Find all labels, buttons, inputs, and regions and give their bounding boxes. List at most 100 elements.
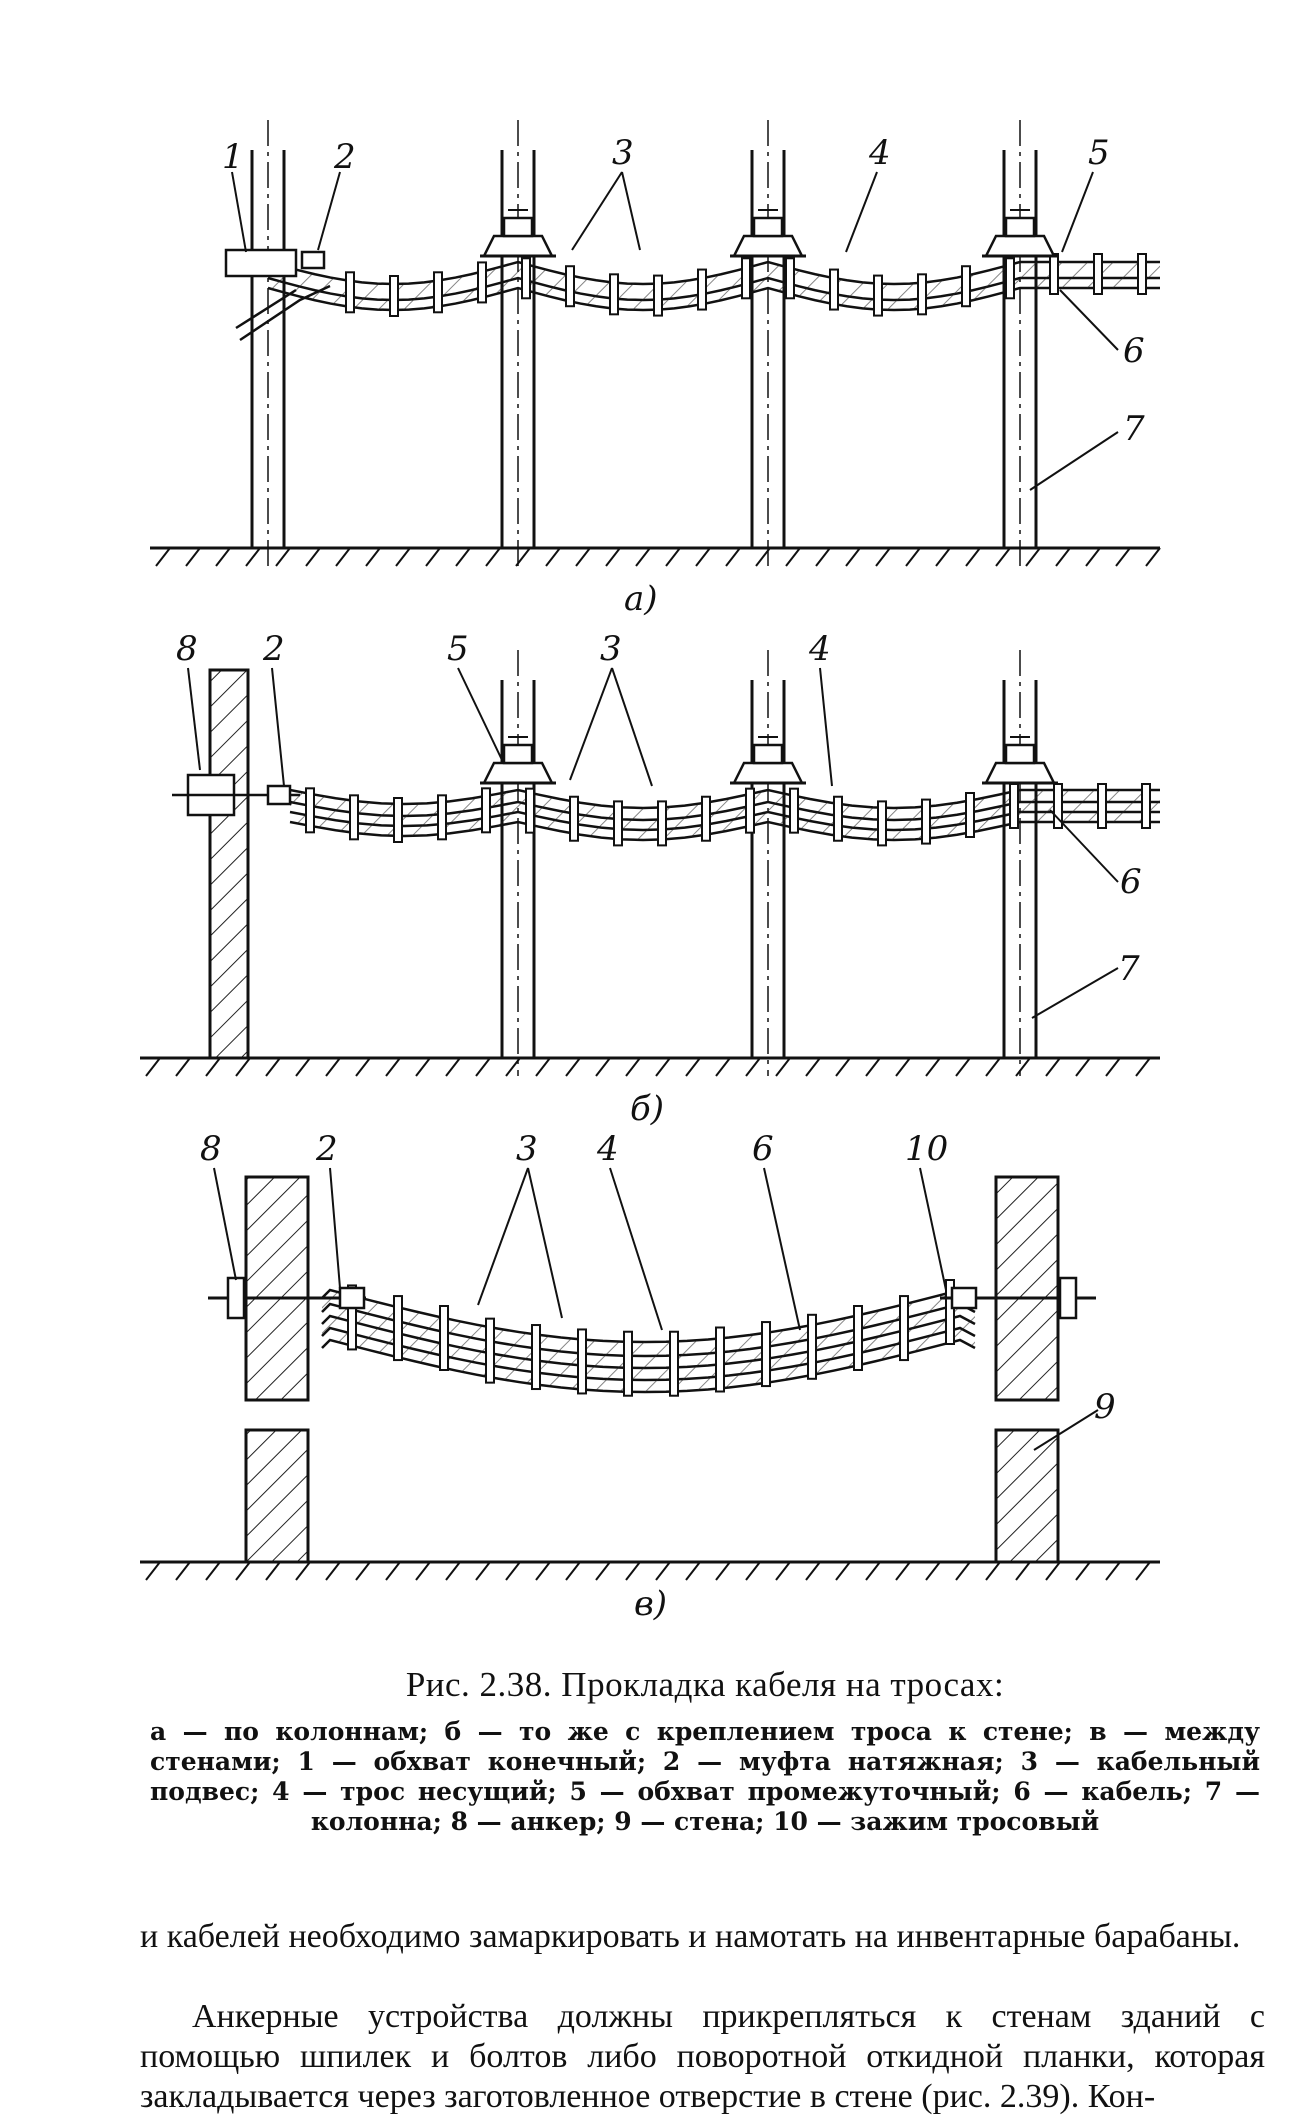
walls	[244, 1175, 1060, 1564]
callout-3: 3	[600, 629, 622, 669]
ground-hatch	[1015, 1057, 1031, 1077]
ground-hatch	[1135, 1561, 1151, 1581]
cable-hanger	[345, 271, 355, 314]
cable-hanger	[961, 265, 971, 308]
ground-hatch	[455, 547, 471, 567]
cable-hanger	[521, 257, 531, 300]
ground-hatch	[985, 1561, 1001, 1581]
ground-hatch	[265, 1561, 281, 1581]
ground-hatch	[595, 1561, 611, 1581]
cable-hanger	[657, 800, 667, 847]
ground-hatch	[205, 1561, 221, 1581]
cable-hanger	[917, 273, 927, 316]
tension-coupling	[338, 1286, 366, 1310]
cable-hanger	[349, 794, 359, 841]
callout-1: 1	[222, 137, 244, 177]
cable-on-ropes-figure: 1 2 3 4 5 6 7 а) 8 2 5 3 4 6 7 б) 8 2 3 …	[140, 120, 1161, 1624]
cable-hanger	[393, 1295, 403, 1362]
ground-hatch	[235, 1057, 251, 1077]
callout-6: 6	[1123, 331, 1145, 371]
cable-bundle	[321, 1288, 976, 1394]
ground-hatch	[1145, 547, 1161, 567]
ground-hatch	[565, 1057, 581, 1077]
cable-hangers	[347, 1279, 955, 1397]
ground-hatch	[275, 547, 291, 567]
callout-4: 4	[868, 133, 891, 173]
ground-hatch	[475, 1561, 491, 1581]
cable-hanger	[437, 794, 447, 841]
cable-hanger	[653, 274, 663, 317]
clamps	[172, 736, 1058, 817]
figure-caption-legend: а — по колоннам; б — то же с креплением …	[150, 1717, 1260, 1836]
ground-hatch	[785, 547, 801, 567]
cable-hanger	[485, 1317, 495, 1384]
ground-hatch	[355, 1561, 371, 1581]
leader-line	[621, 171, 641, 251]
ground-hatch	[985, 1057, 1001, 1077]
ground-hatch	[935, 547, 951, 567]
ground-hatch	[445, 1561, 461, 1581]
ground-hatch	[565, 1561, 581, 1581]
ground-hatch	[865, 1057, 881, 1077]
ground-hatch	[625, 1561, 641, 1581]
panel-label-a: а)	[624, 579, 658, 619]
ground-hatch	[1015, 1561, 1031, 1581]
callout-3: 3	[612, 133, 634, 173]
rope-clamp	[950, 1286, 978, 1310]
ground-hatch	[1075, 1057, 1091, 1077]
leader-line	[1029, 431, 1119, 491]
cable-fill	[268, 262, 1160, 300]
leader-line	[231, 171, 247, 253]
cable-hanger	[807, 1313, 817, 1380]
ground-hatch	[485, 547, 501, 567]
callout-labels: 1 2 3 4 5 6 7 а) 8 2 5 3 4 6 7 б) 8 2 3 …	[176, 133, 1145, 1624]
cable-hanger	[1097, 783, 1107, 829]
callout-7: 7	[1118, 949, 1140, 989]
panel-c-diagram	[140, 1167, 1160, 1581]
ground-hatch	[155, 547, 171, 567]
panel-label-c: в)	[634, 1584, 667, 1624]
cable-hanger	[789, 787, 799, 834]
ground-hatch	[1045, 1561, 1061, 1581]
ground-hatch	[635, 547, 651, 567]
cable-hanger	[623, 1330, 633, 1397]
ground-line	[150, 546, 1161, 567]
ground-hatch	[1115, 547, 1131, 567]
callout-2: 2	[262, 629, 285, 669]
cable-hanger	[761, 1321, 771, 1388]
cable-hanger	[569, 795, 579, 842]
clamp-bracket	[480, 209, 556, 258]
cable-hanger	[525, 787, 535, 834]
ground-hatch	[575, 547, 591, 567]
ground-hatch	[545, 547, 561, 567]
wall-section	[994, 1428, 1060, 1564]
cable-hanger	[1049, 253, 1059, 295]
cable-hanger	[741, 257, 751, 300]
ground-hatch	[895, 1057, 911, 1077]
cable-hanger	[833, 795, 843, 842]
leader-lines	[213, 1167, 1099, 1451]
ground-hatch	[865, 1561, 881, 1581]
leader-line	[611, 667, 653, 787]
ground-line	[140, 1056, 1160, 1077]
ground-hatch	[185, 547, 201, 567]
ground-hatch	[655, 1057, 671, 1077]
ground-hatch	[775, 1561, 791, 1581]
leader-line	[1049, 809, 1119, 883]
cable-hanger	[715, 1326, 725, 1393]
wall-section	[994, 1175, 1060, 1402]
ground-hatch	[1105, 1561, 1121, 1581]
cable-hanger	[1093, 253, 1103, 295]
end-clamp	[224, 248, 298, 278]
ground-hatch	[925, 1057, 941, 1077]
ground-hatch	[385, 1561, 401, 1581]
leader-line	[329, 1167, 341, 1289]
ground-hatch	[715, 1561, 731, 1581]
ground-hatch	[815, 547, 831, 567]
cable-hanger	[877, 800, 887, 847]
cable-hanger	[1009, 783, 1019, 829]
ground-hatch	[625, 1057, 641, 1077]
ground-hatch	[955, 1057, 971, 1077]
cable-hanger	[921, 798, 931, 845]
cable-bundle	[289, 788, 1160, 842]
